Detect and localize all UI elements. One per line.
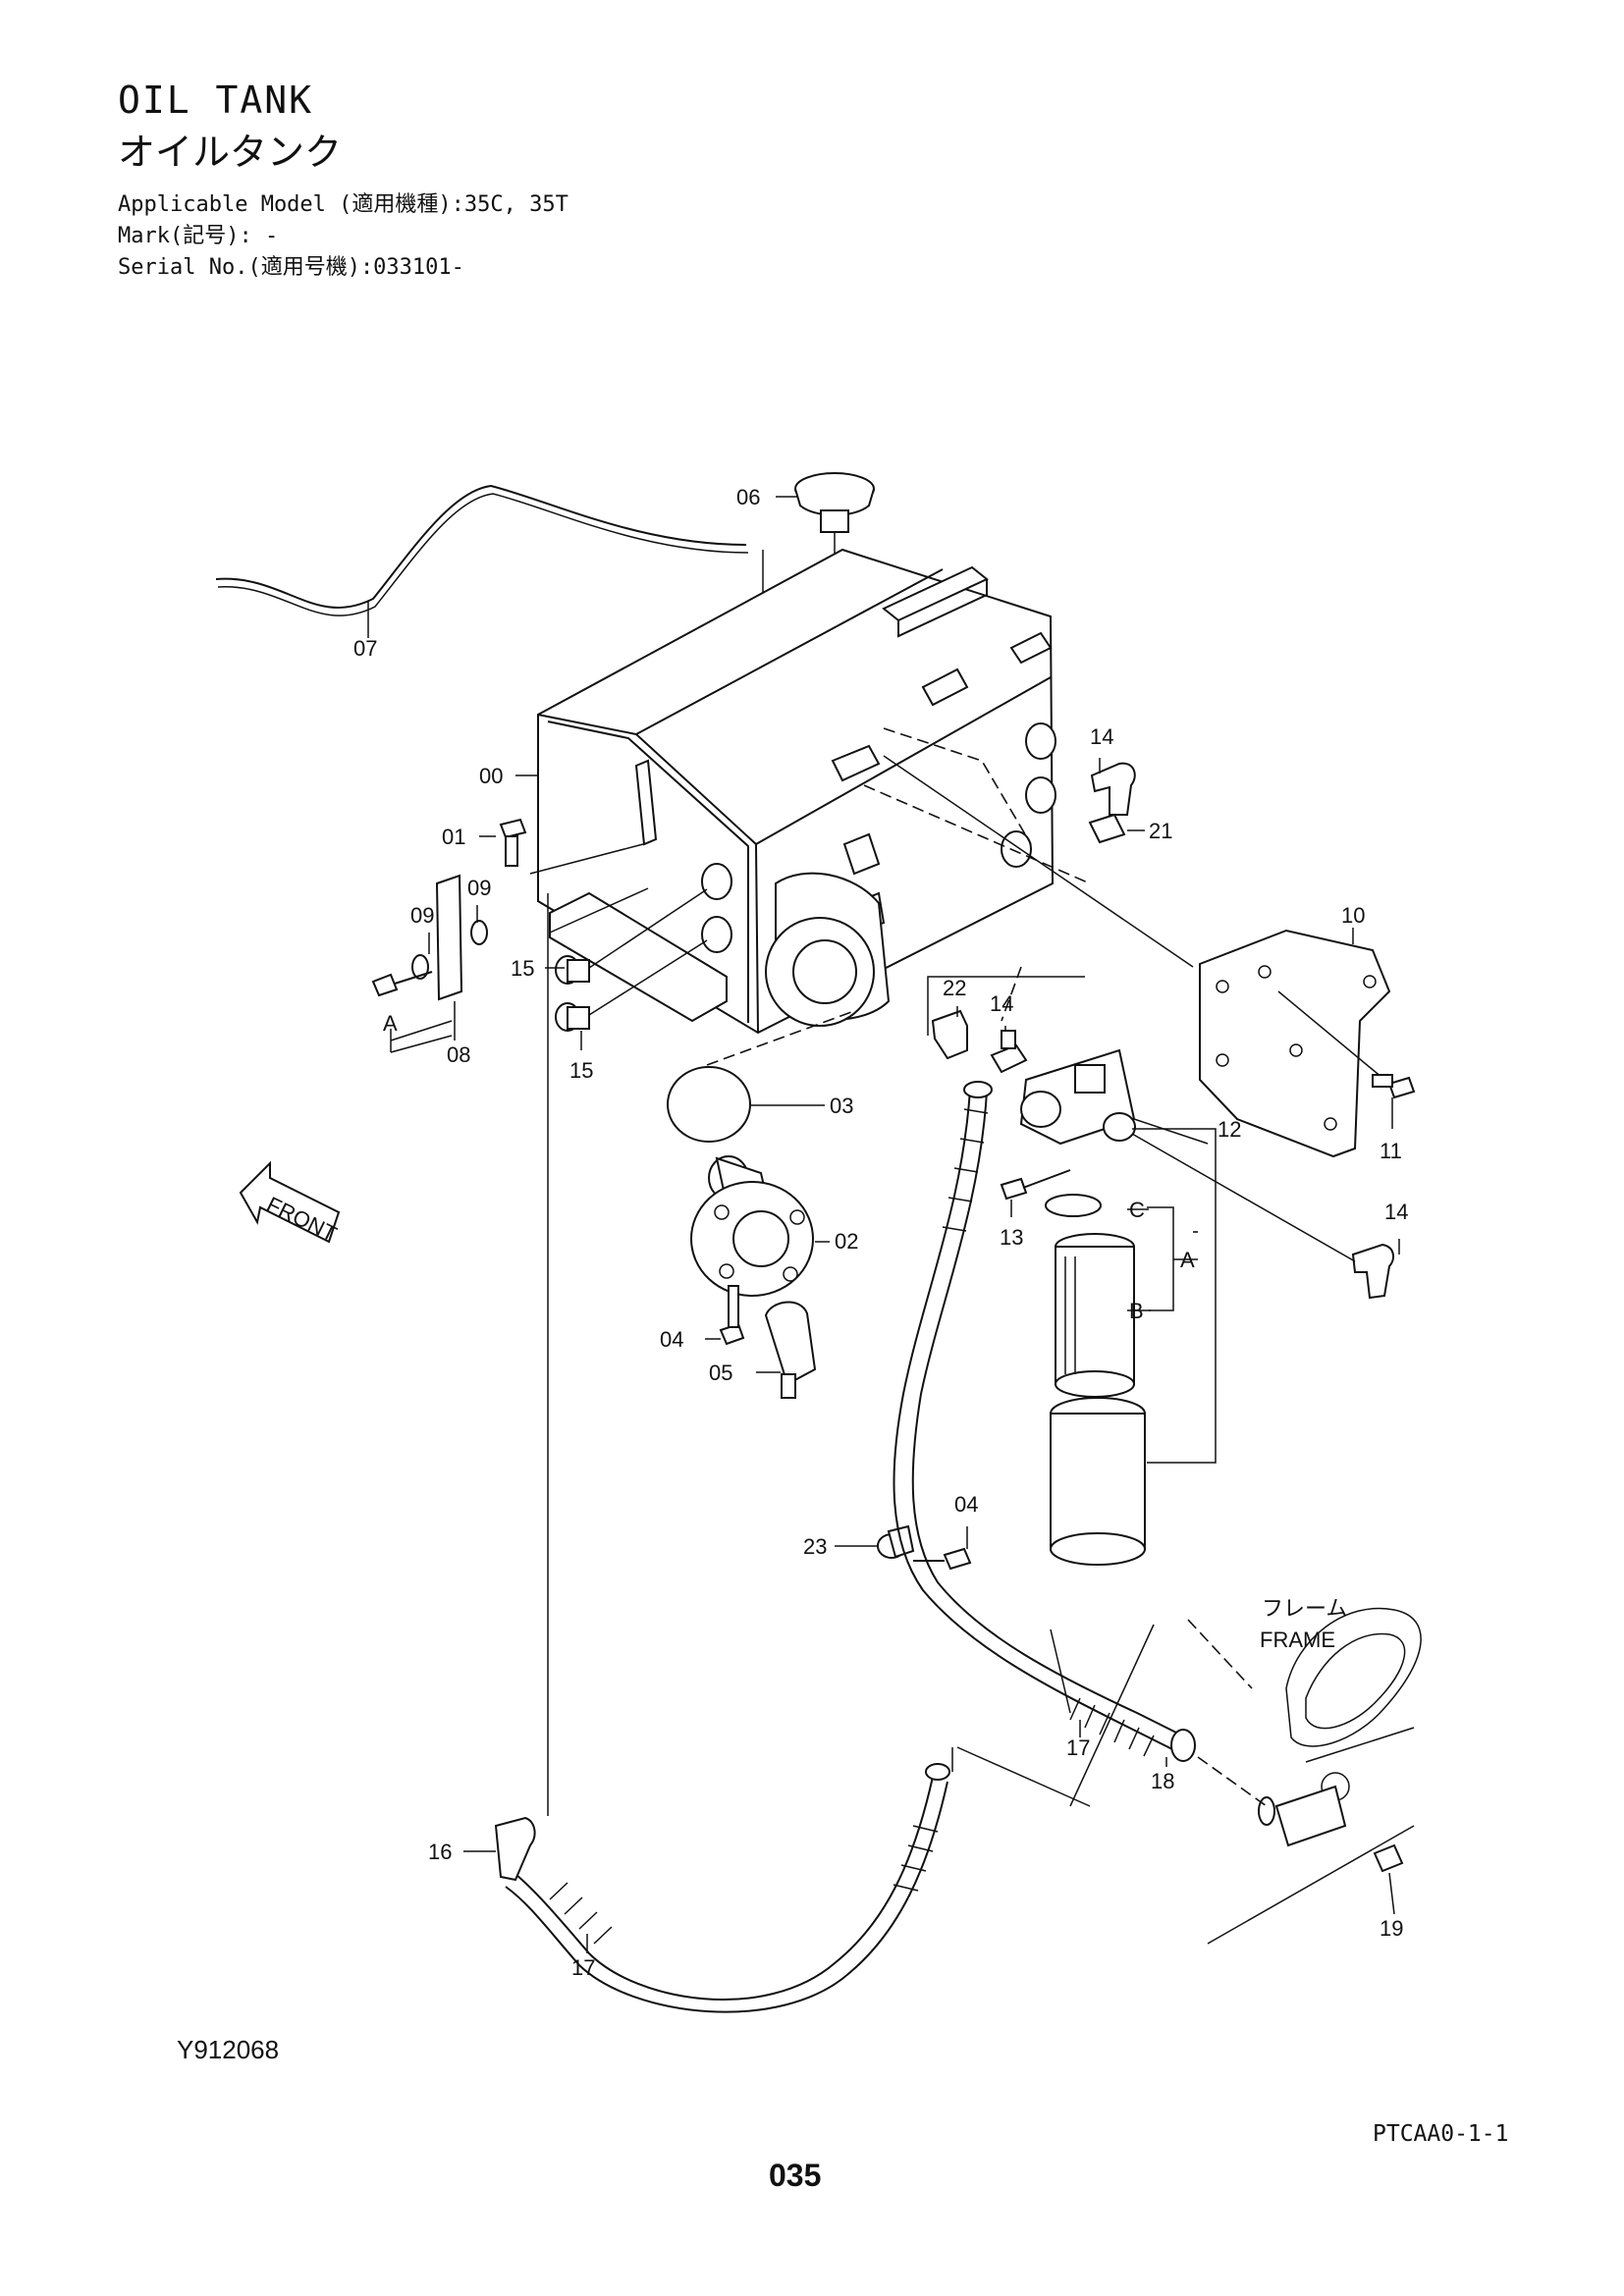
mark-field: Mark(記号): - <box>118 224 279 248</box>
callout-17b: 17 <box>571 1955 595 1980</box>
frame-label: FRAME <box>1260 1628 1335 1652</box>
callout-07: 07 <box>353 636 377 661</box>
label-a-left: A <box>383 1011 398 1036</box>
elbow-22 <box>931 1009 968 1060</box>
elbow-05 <box>764 1301 817 1399</box>
callout-09b: 09 <box>467 876 491 900</box>
callout-04b: 04 <box>954 1492 978 1517</box>
callout-10: 10 <box>1341 903 1365 928</box>
drain-hose <box>494 1763 950 2013</box>
callout-00: 00 <box>479 764 503 788</box>
fitting-15a <box>555 955 590 985</box>
callout-11: 11 <box>1380 1139 1402 1163</box>
bolt-01 <box>499 818 527 867</box>
callout-02: 02 <box>835 1229 858 1254</box>
elbow-14b <box>990 1030 1028 1074</box>
callout-14b: 14 <box>990 991 1013 1016</box>
front-direction-arrow: FRONT <box>239 1160 341 1247</box>
bolt-11 <box>1372 1074 1416 1099</box>
mounting-plate <box>549 891 728 1023</box>
callout-08: 08 <box>447 1042 470 1067</box>
filter-element-b <box>1055 1233 1135 1398</box>
page-code: PTCAA0-1-1 <box>1373 2121 1509 2147</box>
page-title: OIL TANK <box>118 79 314 122</box>
callout-05: 05 <box>709 1361 732 1385</box>
callout-19: 19 <box>1380 1916 1403 1941</box>
fitting-21 <box>1088 813 1126 844</box>
callout-23: 23 <box>803 1534 827 1559</box>
applicable-model: Applicable Model (適用機種):35C, 35T <box>118 192 568 217</box>
callout-03: 03 <box>830 1094 853 1118</box>
callout-18: 18 <box>1151 1769 1174 1793</box>
callout-01: 01 <box>442 825 465 849</box>
label-b: B <box>1129 1299 1144 1323</box>
callout-22: 22 <box>943 976 966 1000</box>
bolt-04 <box>719 1285 745 1346</box>
callout-06: 06 <box>736 485 760 509</box>
strainer-02 <box>690 1155 814 1297</box>
callout-15b: 15 <box>569 1058 593 1083</box>
o-ring-c <box>1045 1194 1102 1217</box>
callout-14c: 14 <box>1384 1200 1408 1224</box>
callout-14a: 14 <box>1090 724 1113 749</box>
bracket-08 <box>371 874 488 1001</box>
callout-13: 13 <box>1000 1225 1023 1250</box>
callout-16: 16 <box>428 1840 452 1864</box>
frame-outline <box>1207 1607 1422 1945</box>
clamp-23 <box>877 1524 915 1559</box>
callout-17a: 17 <box>1066 1735 1090 1760</box>
filter-head-12 <box>1019 1048 1136 1146</box>
elbow-14a <box>1090 762 1136 816</box>
callout-15a: 15 <box>511 956 534 981</box>
label-c: C <box>1129 1198 1145 1222</box>
bolt-04b <box>913 1547 972 1571</box>
page-title-japanese: オイルタンク <box>118 131 343 174</box>
callout-04a: 04 <box>660 1327 683 1352</box>
adapter-19 <box>1258 1785 1404 1873</box>
fitting-15b <box>555 1002 590 1032</box>
serial-number: Serial No.(適用号機):033101- <box>118 255 464 280</box>
breather-hose <box>215 484 747 609</box>
callout-21: 21 <box>1149 819 1172 843</box>
suction-hose <box>893 1081 1196 1762</box>
filter-case <box>1050 1397 1146 1566</box>
frame-label-japanese: フレーム <box>1262 1596 1347 1621</box>
elbow-14c <box>1351 1243 1395 1300</box>
callout-09a: 09 <box>410 903 434 928</box>
page-number: 035 <box>769 2158 822 2193</box>
callout-12: 12 <box>1218 1117 1241 1142</box>
oil-tank-body <box>537 548 1056 1035</box>
gasket-03 <box>667 1066 751 1143</box>
label-a-right: A <box>1180 1248 1195 1272</box>
figure-code: Y912068 <box>177 2035 280 2064</box>
bolt-13 <box>1000 1169 1071 1201</box>
filter-bracket-10 <box>1199 929 1391 1158</box>
